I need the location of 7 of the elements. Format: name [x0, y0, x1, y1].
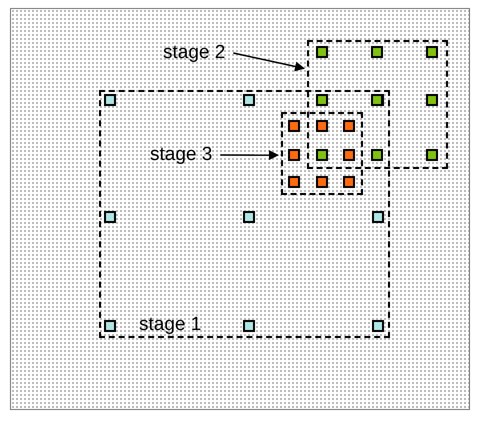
dashed-region-box: [307, 40, 448, 169]
stage-label: stage 2: [163, 42, 226, 64]
dashed-region-box: [99, 90, 390, 338]
dashed-region-box: [281, 112, 363, 195]
arrow: [220, 150, 279, 160]
stage-label: stage 3: [150, 144, 212, 166]
stage-label: stage 1: [139, 314, 202, 336]
